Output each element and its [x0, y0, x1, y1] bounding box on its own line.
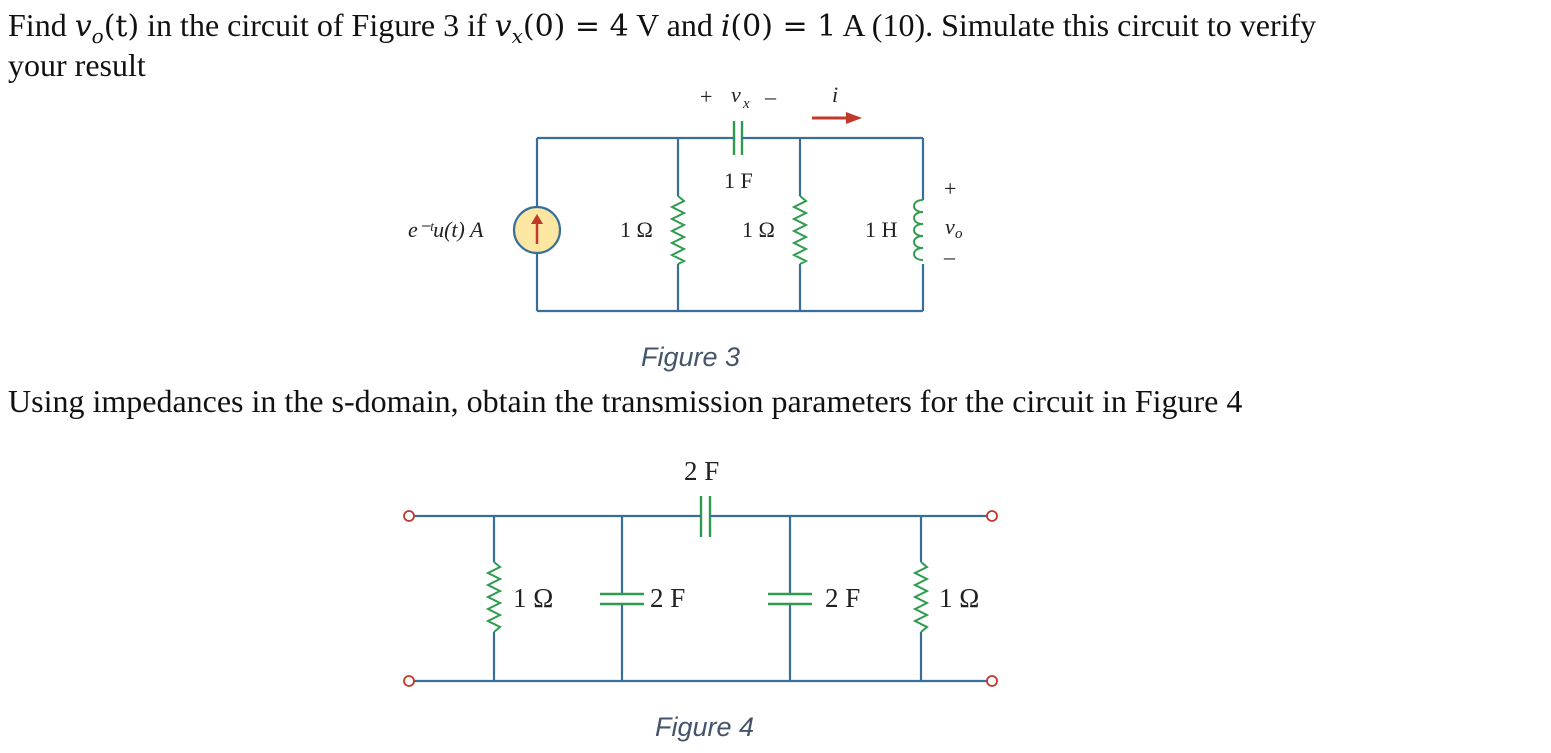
resistor-1-icon [669, 195, 687, 265]
vx-label: v [731, 82, 741, 107]
vo-label: v [945, 214, 955, 239]
vx-plus: + [700, 84, 712, 109]
figure3-wires [535, 136, 925, 313]
vx-symbol: vx [494, 9, 523, 48]
vx-sub: x [742, 96, 750, 112]
problem1-line1: Find vo(t) in the circuit of Figure 3 if… [8, 7, 1317, 48]
figure3-caption: Figure 3 [641, 342, 741, 372]
problem1-line2: your result [8, 47, 146, 83]
vo-minus: – [943, 244, 956, 269]
r2-label: 1 Ω [742, 217, 775, 242]
vo-sub: o [955, 226, 963, 242]
vo-plus: + [944, 176, 956, 201]
ind-label: 1 H [865, 217, 898, 242]
capacitor-1f-icon [728, 121, 748, 155]
current-arrow-icon [812, 112, 862, 124]
resistor-2-icon [791, 195, 809, 265]
vo-symbol: vo [74, 9, 104, 48]
source-label: e⁻ᵗu(t) A [408, 217, 484, 242]
problem2-text: Using impedances in the s-domain, obtain… [8, 383, 1243, 419]
r1-label: 1 Ω [620, 217, 653, 242]
i-label: i [832, 82, 838, 107]
inductor-icon [913, 196, 925, 261]
vx-minus: – [764, 84, 777, 109]
figure4-caption: Figure 4 [655, 712, 755, 742]
current-source-icon [512, 205, 562, 255]
cap-label: 1 F [724, 168, 753, 193]
i-symbol: i [720, 9, 731, 44]
